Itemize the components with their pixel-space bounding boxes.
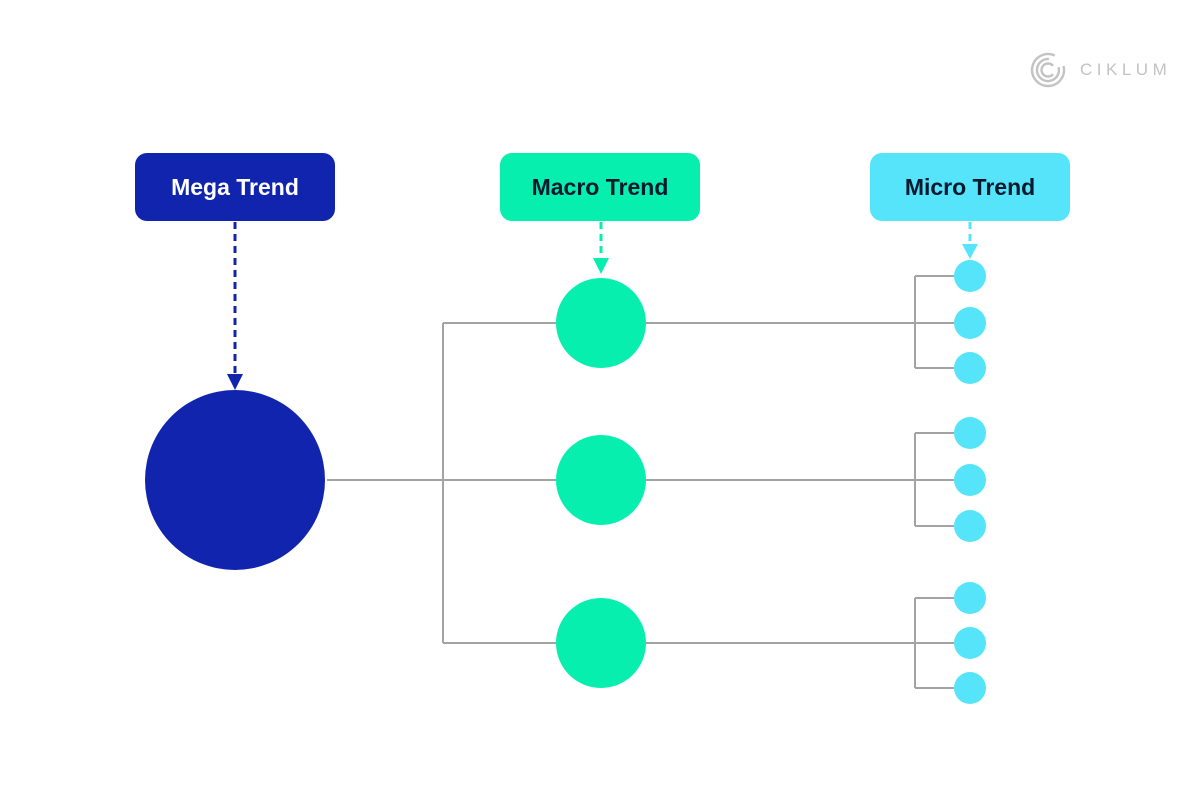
macro-trend-node-1 (556, 278, 646, 368)
mega-trend-box: Mega Trend (135, 153, 335, 221)
ciklum-logo-icon (1028, 50, 1068, 90)
micro-trend-box: Micro Trend (870, 153, 1070, 221)
micro-trend-node-2 (954, 307, 986, 339)
ciklum-logo-text: CIKLUM (1080, 60, 1172, 79)
micro-trend-node-8 (954, 627, 986, 659)
macro-trend-node-2 (556, 435, 646, 525)
micro-trend-node-5 (954, 464, 986, 496)
micro-trend-node-6 (954, 510, 986, 542)
micro-arrowhead-icon (962, 244, 978, 259)
micro-trend-node-1 (954, 260, 986, 292)
micro-trend-node-9 (954, 672, 986, 704)
mega-arrowhead-icon (227, 374, 243, 390)
mega-trend-node (145, 390, 325, 570)
ciklum-logo: CIKLUM (1028, 50, 1171, 90)
macro-trend-node-3 (556, 598, 646, 688)
macro-trend-box: Macro Trend (500, 153, 700, 221)
macro-arrowhead-icon (593, 258, 609, 274)
micro-trend-node-4 (954, 417, 986, 449)
micro-trend-node-7 (954, 582, 986, 614)
micro-trend-node-3 (954, 352, 986, 384)
